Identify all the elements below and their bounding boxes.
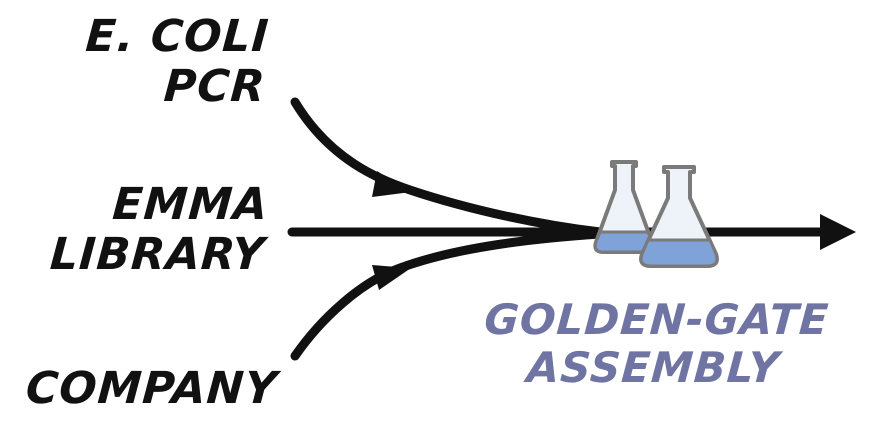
source-label-ecoli-pcr: E. COLI PCR bbox=[80, 11, 271, 112]
output-arrowhead bbox=[820, 214, 856, 250]
ecoli-arrowhead bbox=[372, 171, 411, 197]
source-label-line: E. COLI bbox=[83, 11, 271, 62]
source-label-company: COMPANY bbox=[23, 363, 279, 414]
source-label-line: COMPANY bbox=[23, 363, 279, 414]
output-label-line: GOLDEN-GATE bbox=[482, 295, 831, 344]
front-flask-icon bbox=[639, 165, 719, 268]
company-arrow bbox=[290, 229, 605, 361]
back-flask-icon bbox=[593, 160, 655, 254]
source-label-line: EMMA bbox=[111, 179, 271, 230]
source-label-line: LIBRARY bbox=[48, 229, 268, 280]
flasks-icon bbox=[593, 160, 719, 268]
output-label-line: ASSEMBLY bbox=[525, 343, 782, 392]
source-label-emma-library: EMMA LIBRARY bbox=[48, 179, 271, 280]
source-label-line: PCR bbox=[162, 61, 268, 112]
company-arrowhead bbox=[372, 265, 411, 290]
ecoli-arrow bbox=[290, 97, 605, 237]
output-label-golden-gate-assembly: GOLDEN-GATE ASSEMBLY bbox=[472, 295, 839, 392]
